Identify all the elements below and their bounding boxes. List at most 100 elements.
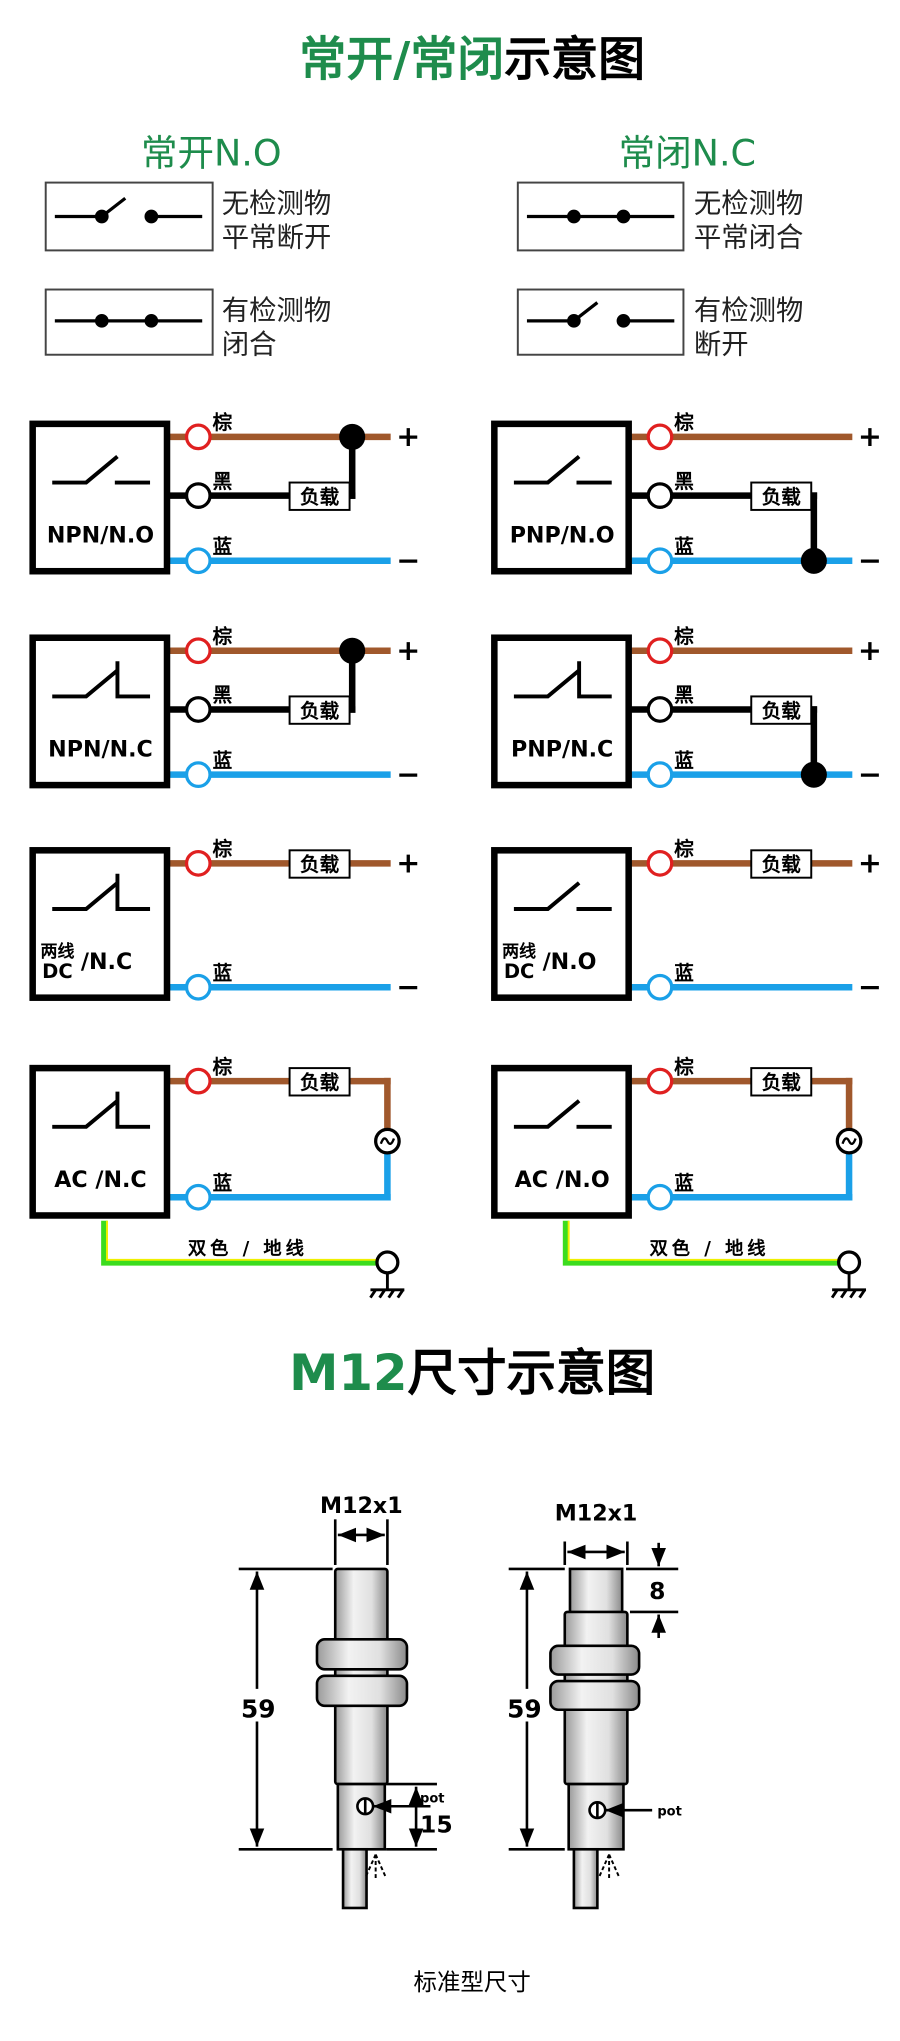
box-label: PNP/N.C	[511, 736, 613, 762]
terminal-icon	[184, 547, 212, 575]
sensor-box	[491, 634, 632, 789]
normally-open-contact-icon	[513, 454, 612, 485]
wire-label: 棕	[213, 411, 233, 434]
ground-wire	[101, 1220, 377, 1266]
sensor-box	[491, 1064, 632, 1219]
terminal-icon	[184, 482, 212, 509]
left-length-label: 59	[241, 1695, 275, 1724]
ground-wire-stripe	[106, 1220, 377, 1261]
legend-nc-heading: 常闭N.C	[619, 132, 756, 175]
terminal-icon	[184, 1067, 212, 1095]
wire-label: 蓝	[213, 535, 233, 558]
legend-nc-state2-line2: 断开	[694, 329, 749, 360]
sensor-drawing-nonflush	[508, 1541, 679, 1910]
terminal-icon	[646, 637, 674, 665]
box-label: NPN/N.C	[48, 736, 153, 762]
terminal-icon	[646, 547, 674, 575]
junction-dot-icon	[800, 547, 827, 574]
load-box	[288, 481, 351, 511]
terminal-icon	[646, 482, 674, 509]
box-label: /N.C	[81, 949, 132, 975]
normally-closed-contact-icon	[52, 873, 151, 911]
wire-label: 蓝	[674, 749, 694, 772]
junction-dot-icon	[800, 761, 827, 788]
dimensions-caption: 标准型尺寸	[413, 1968, 530, 1996]
left-thread-label: M12x1	[320, 1493, 403, 1519]
box-label-prefix: 两线	[502, 941, 536, 961]
wiring-diagrams: 负载棕黑蓝+−NPN/N.O负载棕黑蓝+−PNP/N.O负载棕黑蓝+−NPN/N…	[29, 411, 882, 1299]
plus-sign: +	[396, 419, 420, 453]
legend-no-state1-line2: 平常断开	[222, 222, 331, 253]
terminal-icon	[184, 637, 212, 665]
dimensions-title-black: 尺寸示意图	[407, 1344, 655, 1402]
wire-label: 蓝	[213, 1171, 233, 1194]
minus-sign: −	[858, 757, 882, 791]
right-thread-label: M12x1	[555, 1501, 638, 1527]
ground-wire-label: 双色 / 地线	[650, 1238, 770, 1260]
open-switch-icon	[526, 301, 675, 328]
normally-closed-contact-icon	[52, 1091, 151, 1129]
wire-label: 棕	[674, 1055, 694, 1078]
ground-icon	[837, 1250, 862, 1275]
wire-label: 蓝	[674, 1171, 694, 1194]
right-head-label: 8	[649, 1577, 665, 1605]
load-box	[288, 1067, 351, 1097]
terminal-icon	[646, 696, 674, 723]
terminal-icon	[184, 849, 212, 877]
normally-open-contact-icon	[52, 454, 151, 485]
right-pot-label: pot	[657, 1804, 682, 1819]
normally-closed-contact-icon	[52, 661, 151, 699]
wire-label: 棕	[674, 838, 694, 861]
terminal-icon	[646, 1067, 674, 1095]
wire-label: 棕	[213, 838, 233, 861]
dimensions-title: M12尺寸示意图	[289, 1344, 655, 1402]
load-box	[750, 695, 813, 725]
wire-label: 棕	[213, 1055, 233, 1078]
box-label-prefix: DC	[42, 960, 73, 983]
minus-sign: −	[396, 543, 420, 577]
wire-label: 黑	[674, 684, 694, 707]
minus-sign: −	[396, 969, 420, 1003]
left-pot-offset-label: 15	[420, 1810, 453, 1838]
page-title-black: 示意图	[504, 33, 645, 88]
load-label: 负载	[300, 485, 340, 508]
wire-label: 黑	[213, 684, 233, 707]
open-switch-icon	[54, 196, 203, 224]
legend-normally-open: 常开N.O 无检测物 平常断开 有检测物 闭合	[44, 132, 331, 360]
load-box	[288, 695, 351, 725]
box-label: /N.O	[543, 949, 597, 975]
junction-dot-icon	[339, 423, 366, 450]
load-box	[288, 849, 351, 879]
closed-switch-icon	[526, 209, 675, 224]
minus-sign: −	[396, 757, 420, 791]
terminal-icon	[646, 973, 674, 1001]
legend-normally-closed: 常闭N.C 无检测物 平常闭合 有检测物 断开	[516, 132, 803, 360]
plus-sign: +	[858, 633, 882, 667]
box-label: NPN/N.O	[47, 523, 154, 549]
ground-symbol-icon	[369, 1272, 405, 1299]
box-label: AC /N.O	[515, 1167, 610, 1193]
load-label: 负载	[300, 699, 340, 722]
legend-no-state1-line1: 无检测物	[222, 189, 331, 220]
ac-wave-icon	[841, 1137, 857, 1145]
plus-sign: +	[858, 845, 882, 879]
wire-label: 蓝	[674, 961, 694, 984]
sensor-box	[29, 634, 171, 789]
terminal-icon	[646, 849, 674, 877]
load-label: 负载	[300, 853, 340, 876]
load-box	[750, 1067, 813, 1097]
terminal-icon	[646, 761, 674, 789]
normally-closed-contact-icon	[513, 661, 612, 699]
sensor-box	[491, 420, 632, 575]
terminal-icon	[184, 423, 212, 451]
sensor-box	[29, 1064, 171, 1219]
normally-open-contact-icon	[513, 1099, 612, 1129]
sensor-drawing-flush	[238, 1519, 437, 1910]
box-label: AC /N.C	[54, 1167, 146, 1193]
terminal-icon	[646, 423, 674, 451]
